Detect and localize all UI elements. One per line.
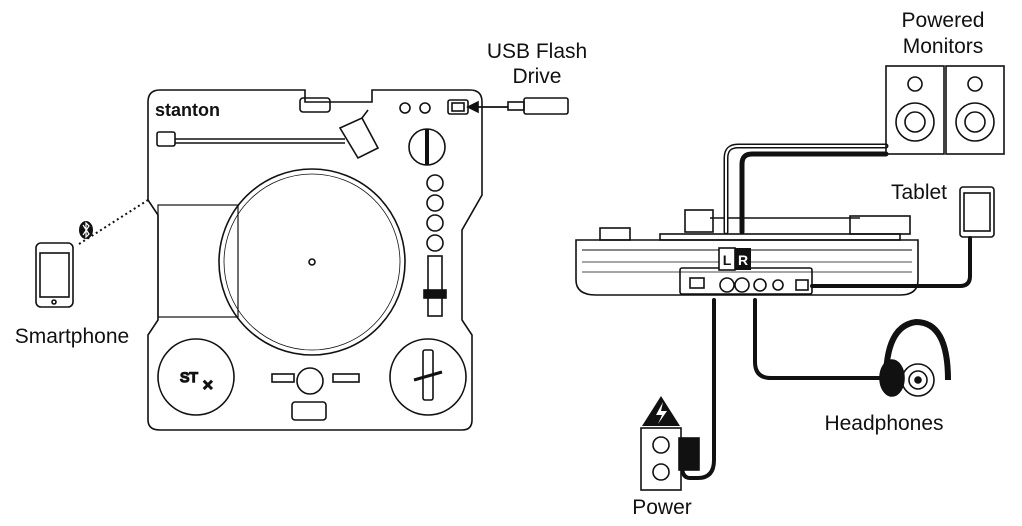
monitors-label-line1: Powered	[902, 9, 985, 32]
usb-port[interactable]	[447, 99, 469, 115]
vinyl-platter[interactable]	[218, 168, 406, 356]
rca-left-plug: L	[718, 247, 736, 271]
usb-label-line2: Drive	[512, 65, 561, 88]
small-knob-2[interactable]	[419, 102, 431, 114]
speaker-cable-right	[739, 151, 889, 235]
smartphone-device	[35, 199, 149, 308]
spindle	[308, 258, 316, 266]
speed-switch-left[interactable]	[271, 373, 295, 383]
vinyl-inner-ring	[223, 173, 401, 351]
tablet-label: Tablet	[891, 181, 947, 204]
aux-jack[interactable]	[772, 279, 784, 291]
rca-left-jack[interactable]	[719, 277, 735, 293]
small-knob-1[interactable]	[399, 102, 411, 114]
power-cable	[680, 298, 716, 480]
tonearm-headshell	[338, 116, 380, 160]
rca-right-plug: R	[735, 248, 751, 270]
knob-4[interactable]	[426, 234, 444, 252]
powered-monitors	[885, 65, 1005, 155]
side-cover	[157, 204, 239, 318]
monitors-label-line2: Monitors	[903, 35, 984, 58]
usb-label-line1: USB Flash	[487, 40, 587, 63]
turntable-chassis	[147, 89, 483, 431]
start-stop-button[interactable]	[296, 367, 324, 395]
svg-text:R: R	[738, 252, 748, 268]
tablet-cable	[810, 236, 972, 288]
svg-text:ST: ST	[180, 369, 198, 385]
knob-2[interactable]	[426, 194, 444, 212]
turntable-top-view: ST ✕	[147, 89, 483, 431]
bottom-hinge	[291, 401, 327, 421]
tonearm-counterweight	[156, 131, 176, 147]
monitor-right	[945, 65, 1005, 155]
crossfader-pad[interactable]	[389, 338, 467, 416]
power-outlet	[640, 427, 700, 491]
smartphone-label: Smartphone	[15, 325, 129, 348]
headphone-cable	[753, 298, 886, 380]
knob-1[interactable]	[426, 174, 444, 192]
pitch-fader-track	[427, 255, 443, 317]
power-label: Power	[632, 496, 692, 519]
pitch-fader-handle[interactable]	[423, 289, 447, 299]
left-jog-pad[interactable]	[157, 338, 235, 416]
power-adapter	[678, 437, 700, 471]
rca-right-jack[interactable]	[734, 277, 750, 293]
svg-text:✕: ✕	[202, 377, 214, 393]
cables	[680, 143, 972, 480]
knob-3[interactable]	[426, 214, 444, 232]
brand-logo: stanton	[155, 100, 220, 120]
power-socket[interactable]	[689, 277, 705, 289]
tablet-device	[959, 186, 995, 238]
headphones-device	[879, 318, 951, 397]
monitor-left	[885, 65, 945, 155]
headphones-label: Headphones	[824, 412, 943, 435]
svg-text:L: L	[723, 252, 732, 268]
usb-flash-drive	[466, 97, 569, 115]
speaker-cable-left	[723, 143, 889, 235]
top-hinge	[299, 97, 331, 113]
speed-switch-right[interactable]	[332, 373, 360, 383]
bluetooth-icon	[79, 221, 93, 239]
warning-icon	[642, 396, 680, 426]
headphone-jack[interactable]	[753, 278, 767, 292]
